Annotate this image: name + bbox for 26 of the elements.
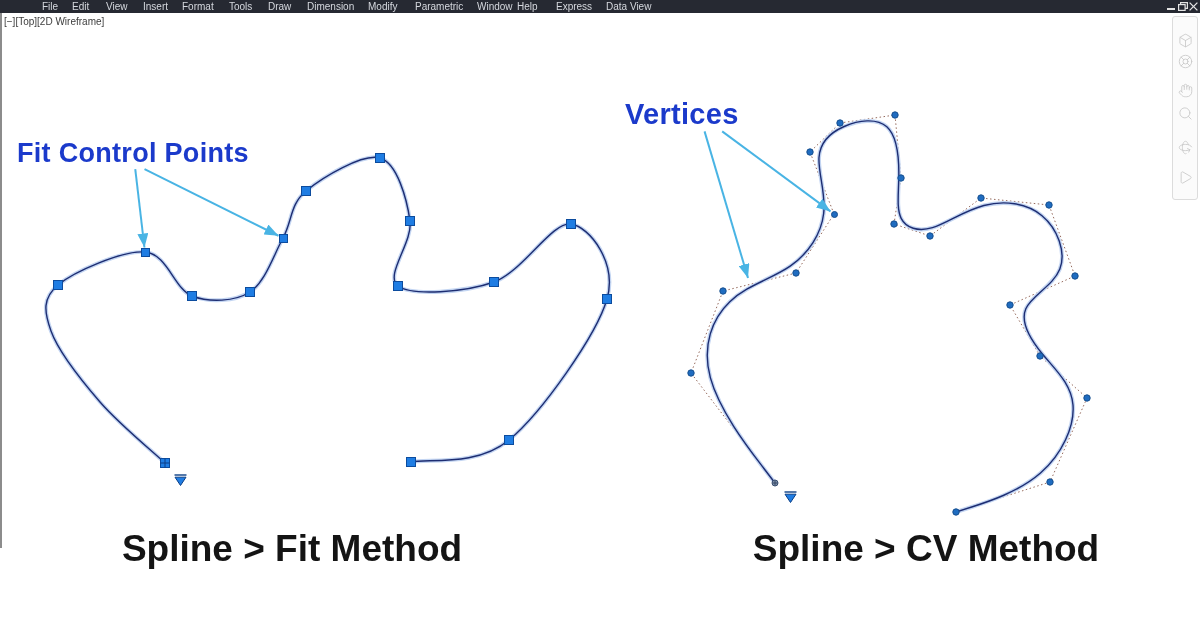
menu-item: Parametric	[415, 0, 464, 13]
menu-item: Insert	[143, 0, 168, 13]
menu-item: File	[42, 0, 59, 13]
menu-item: Help	[517, 0, 538, 13]
menu-item: Window	[477, 0, 513, 13]
menu-item: Tools	[229, 0, 253, 13]
leader-arrow	[134, 168, 149, 249]
menu-item: Draw	[268, 0, 292, 13]
callout-label: Vertices	[625, 98, 739, 132]
menu-item: Edit	[72, 0, 90, 13]
fit-point-grip	[140, 247, 150, 257]
viewport-label: [−][Top][2D Wireframe]	[4, 16, 105, 28]
leader-arrow	[721, 130, 832, 213]
leader-arrow	[703, 130, 750, 279]
menu-item: Express	[556, 0, 593, 13]
menu-item: Dimension	[307, 0, 355, 13]
callout-label: Fit Control Points	[17, 138, 249, 170]
method-caption: Spline > Fit Method	[121, 527, 463, 571]
menu-item: Modify	[368, 0, 398, 13]
control-vertex	[830, 210, 838, 218]
leader-arrow	[143, 168, 280, 237]
menu-item: Data View	[606, 0, 652, 13]
fit-point-grip	[278, 233, 288, 243]
method-caption: Spline > CV Method	[752, 527, 1100, 571]
menu-item: View	[106, 0, 128, 13]
menu-item: Format	[182, 0, 214, 13]
